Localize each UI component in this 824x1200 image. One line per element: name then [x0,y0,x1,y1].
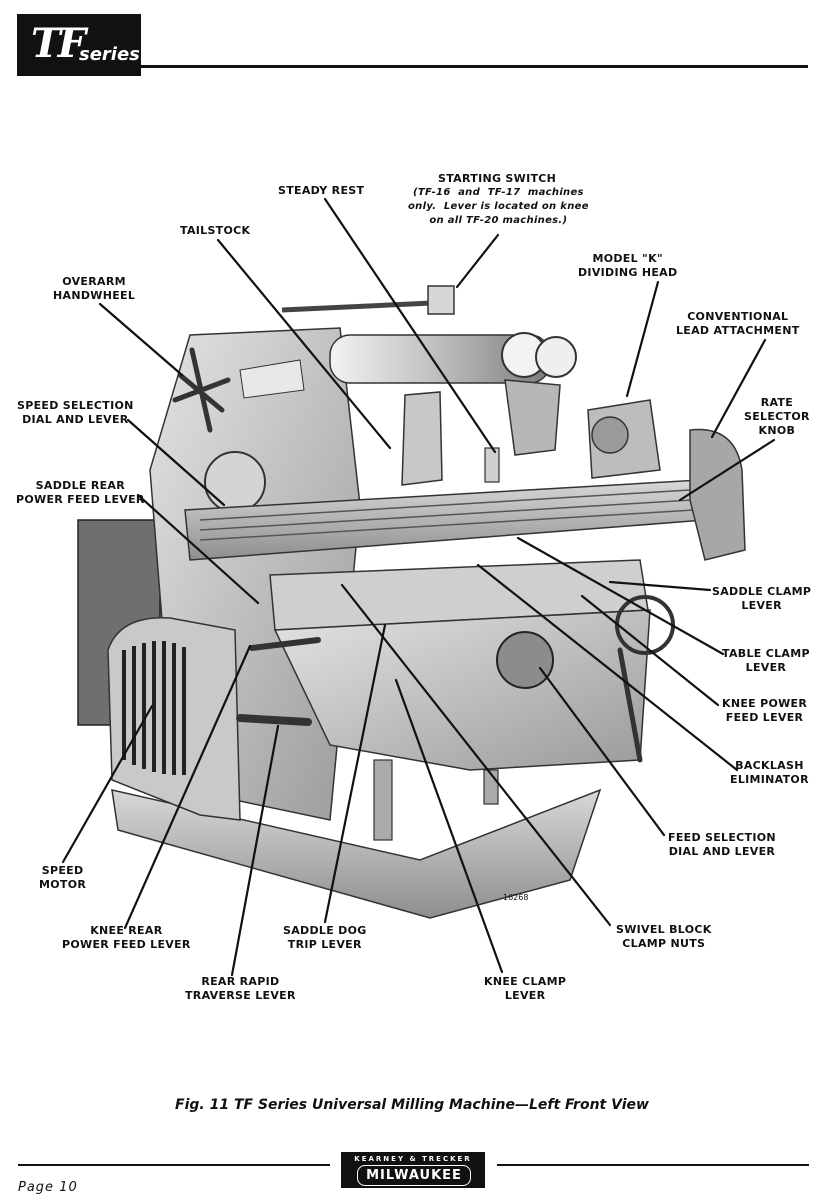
label-overarm-handwheel: OVERARM HANDWHEEL [53,275,136,302]
label-conventional-lead: CONVENTIONAL LEAD ATTACHMENT [676,310,800,337]
tf-series-logo: TF series [17,14,141,76]
crank-handle [617,647,643,763]
logo-tf-text: TF [31,20,86,67]
feed-selection-dial [496,631,554,689]
knee [273,609,651,771]
label-saddle-clamp: SADDLE CLAMP LEVER [712,585,812,612]
logo-bottom-text: MILWAUKEE [357,1165,471,1186]
leader-lines [61,197,776,977]
speed-selection-dial [204,451,266,513]
label-rate-selector: RATE SELECTOR KNOB [744,396,810,437]
knee-rear-lever [249,637,321,651]
starting-switch-box [427,285,455,315]
footer-rule-left [18,1164,330,1166]
rear-rapid-lever [236,714,312,726]
switch-rod [281,300,433,313]
label-steady-rest: STEADY REST [278,184,365,197]
label-speed-motor: SPEED MOTOR [39,864,87,891]
figure-caption: Fig. 11 TF Series Universal Milling Mach… [175,1097,649,1113]
lead-attachment [689,428,746,561]
table-t-slots [199,489,695,541]
label-saddle-rear-feed: SADDLE REAR POWER FEED LEVER [16,479,145,506]
elevating-screw [373,759,393,841]
machine-base [111,788,602,919]
label-knee-rear-feed: KNEE REAR POWER FEED LEVER [62,924,191,951]
tailstock [401,391,443,486]
label-speed-selection: SPEED SELECTION DIAL AND LEVER [17,399,134,426]
dividing-head-plate [591,416,629,454]
nameplate [239,359,305,399]
label-tailstock: TAILSTOCK [180,224,251,237]
kearney-trecker-logo: KEARNEY & TRECKER MILWAUKEE [341,1152,485,1188]
photo-number: 16268 [503,893,528,902]
label-dividing-head: MODEL "K" DIVIDING HEAD [578,252,678,279]
header-rule [141,65,808,68]
overarm-handwheel [172,347,231,433]
label-knee-clamp: KNEE CLAMP LEVER [484,975,567,1002]
logo-series-text: series [79,44,140,65]
label-saddle-dog: SADDLE DOG TRIP LEVER [283,924,367,951]
label-backlash: BACKLASH ELIMINATOR [730,759,809,786]
label-table-clamp: TABLE CLAMP LEVER [722,647,810,674]
label-feed-selection: FEED SELECTION DIAL AND LEVER [668,831,776,858]
label-starting-switch: STARTING SWITCH [438,172,557,185]
arbor-support [504,379,561,456]
label-knee-power-feed: KNEE POWER FEED LEVER [722,697,808,724]
logo-top-text: KEARNEY & TRECKER [354,1155,472,1163]
label-rear-rapid: REAR RAPID TRAVERSE LEVER [185,975,296,1002]
footer-rule-right [497,1164,809,1166]
label-swivel-block: SWIVEL BLOCK CLAMP NUTS [616,923,712,950]
arbor-support-dial-right [535,336,577,378]
page-number: Page 10 [18,1180,78,1195]
steady-rest [484,447,500,483]
label-starting-switch-note: (TF-16 and TF-17 machines only. Lever is… [408,187,589,226]
guard-vents [122,641,186,775]
